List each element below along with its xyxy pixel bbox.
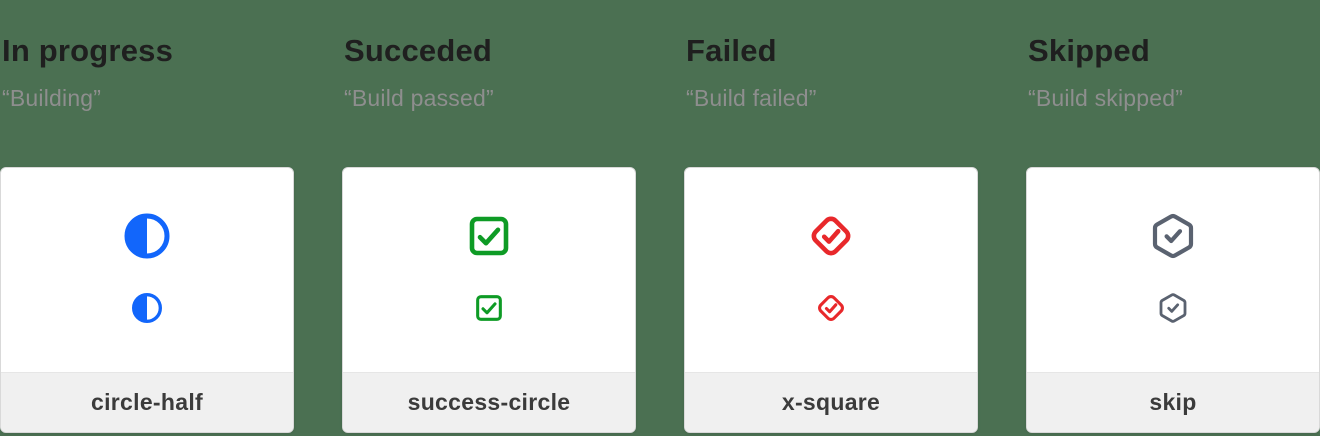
icon-name-label: x-square	[781, 389, 881, 415]
circle-half-icon	[123, 212, 171, 260]
icon-preview-area	[685, 168, 977, 372]
column-header: Succeded “Build passed”	[342, 0, 636, 167]
icon-name-footer: x-square	[685, 372, 977, 432]
status-title: Skipped	[1028, 33, 1150, 68]
status-column-succeded: Succeded “Build passed”	[342, 0, 636, 436]
icon-name-label: skip	[1149, 389, 1197, 415]
status-column-in-progress: In progress “Building”	[0, 0, 294, 436]
icon-name-footer: success-circle	[343, 372, 635, 432]
check-diamond-icon	[807, 212, 855, 260]
check-square-icon	[465, 212, 513, 260]
check-hexagon-icon	[1157, 292, 1189, 324]
check-hexagon-icon	[1149, 212, 1197, 260]
status-column-failed: Failed “Build failed” x	[684, 0, 978, 436]
status-title: Succeded	[344, 33, 493, 68]
icon-card-x-square: x-square	[684, 167, 978, 433]
icon-card-circle-half: circle-half	[0, 167, 294, 433]
column-header: Failed “Build failed”	[684, 0, 978, 167]
icon-name-label: success-circle	[407, 389, 571, 415]
check-diamond-icon	[815, 292, 847, 324]
check-square-icon	[473, 292, 505, 324]
status-column-skipped: Skipped “Build skipped”	[1026, 0, 1320, 436]
column-header: In progress “Building”	[0, 0, 294, 167]
circle-half-icon	[131, 292, 163, 324]
icon-preview-area	[343, 168, 635, 372]
status-title: In progress	[2, 33, 174, 68]
icon-name-footer: skip	[1027, 372, 1319, 432]
status-quote: “Build passed”	[344, 84, 494, 111]
status-title: Failed	[686, 33, 777, 68]
status-quote: “Build failed”	[686, 84, 817, 111]
icon-card-success-circle: success-circle	[342, 167, 636, 433]
icon-name-footer: circle-half	[1, 372, 293, 432]
icon-name-label: circle-half	[91, 389, 203, 415]
status-quote: “Building”	[2, 84, 102, 111]
icon-card-skip: skip	[1026, 167, 1320, 433]
status-quote: “Build skipped”	[1028, 84, 1184, 111]
icon-preview-area	[1, 168, 293, 372]
icon-preview-area	[1027, 168, 1319, 372]
column-header: Skipped “Build skipped”	[1026, 0, 1320, 167]
